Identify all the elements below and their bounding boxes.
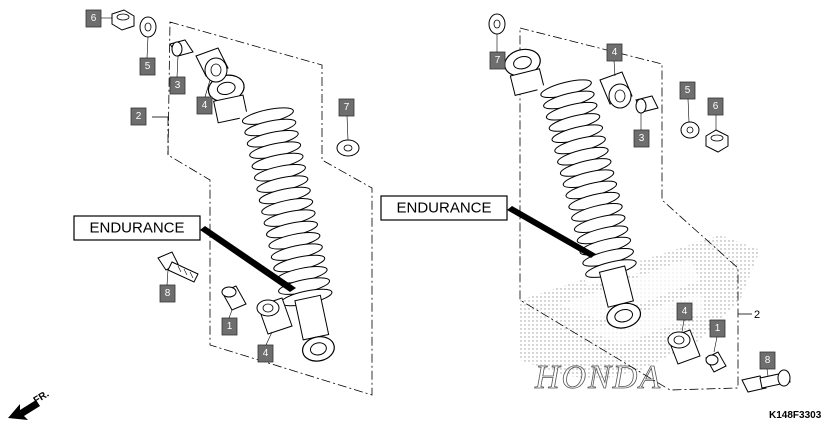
right-washer-5: [680, 121, 700, 139]
left-brand-label: ENDURANCE: [89, 220, 184, 237]
right-bolt-8: [741, 369, 791, 393]
right-callout-4-bottom: 4: [676, 302, 693, 321]
front-arrow-icon: [8, 400, 40, 420]
right-spring-coils: [540, 79, 637, 278]
right-callout-7: 7: [489, 51, 506, 70]
svg-text:4: 4: [682, 306, 688, 317]
left-callout-2: 2: [130, 107, 147, 126]
left-callout-5: 5: [139, 57, 156, 76]
left-collar-1: [221, 285, 247, 311]
svg-text:1: 1: [715, 323, 721, 334]
left-shock-assembly: ENDURANCE 6 5 3 4 2 7 8 1 4: [73, 9, 373, 396]
right-assembly-number: 2: [754, 309, 760, 321]
honda-logo-text: HONDA: [534, 359, 662, 396]
svg-text:3: 3: [639, 133, 645, 144]
left-washer-5: [139, 16, 157, 38]
right-washer-7: [488, 13, 506, 35]
right-shock-absorber: [504, 48, 642, 329]
left-assembly-outline: [167, 21, 373, 396]
left-bolt-8: [157, 251, 199, 283]
right-callout-5: 5: [679, 81, 696, 100]
right-assembly-outline: [519, 27, 739, 391]
svg-text:2: 2: [136, 111, 142, 122]
svg-text:5: 5: [685, 85, 691, 96]
right-brand-leader: [507, 206, 596, 258]
right-bushing-4-top: [599, 71, 633, 109]
left-callout-7: 7: [338, 98, 355, 117]
left-callout-4-top: 4: [196, 96, 213, 115]
left-washer-7: [336, 139, 360, 157]
left-callout-4-bottom: 4: [257, 344, 274, 363]
left-bushing-4-top: [195, 47, 229, 83]
right-brand-label-box: [380, 195, 508, 221]
left-nut-6: [111, 9, 135, 31]
svg-text:4: 4: [202, 100, 208, 111]
svg-text:6: 6: [713, 101, 719, 112]
right-callout-3: 3: [633, 129, 650, 148]
right-shock-assembly: ENDURANCE 7 4 5 6 3 4 1 8 2: [380, 13, 791, 393]
svg-text:3: 3: [175, 80, 181, 91]
svg-text:8: 8: [765, 355, 771, 366]
left-brand-label-box: [73, 215, 201, 241]
right-callout-8: 8: [759, 351, 776, 370]
svg-text:7: 7: [495, 55, 501, 66]
drawing-code: K148F3303: [769, 410, 822, 421]
right-collar-3: [635, 95, 659, 114]
left-callout-8: 8: [159, 284, 176, 303]
front-direction-indicator: FR.: [8, 389, 51, 420]
svg-text:7: 7: [344, 102, 350, 113]
svg-text:1: 1: [227, 321, 233, 332]
right-callout-4-top: 4: [606, 43, 623, 62]
svg-text:4: 4: [263, 348, 269, 359]
left-callout-6: 6: [85, 9, 102, 28]
svg-text:5: 5: [145, 61, 151, 72]
left-brand-leader: [200, 226, 296, 292]
left-collar-3: [169, 39, 194, 57]
left-bushing-4-bottom: [256, 297, 293, 335]
left-callout-3: 3: [169, 76, 186, 95]
svg-text:6: 6: [91, 13, 97, 24]
svg-text:8: 8: [165, 288, 171, 299]
right-callout-6: 6: [707, 97, 724, 116]
svg-text:4: 4: [612, 47, 618, 58]
left-spring-coils: [241, 107, 333, 307]
right-callout-1: 1: [709, 319, 726, 338]
right-bushing-4-bottom: [667, 329, 701, 365]
right-brand-label: ENDURANCE: [396, 200, 491, 217]
right-collar-1: [705, 351, 727, 373]
left-shock-absorber: [207, 74, 337, 362]
right-nut-6: [705, 129, 729, 153]
left-callout-1: 1: [221, 317, 238, 336]
